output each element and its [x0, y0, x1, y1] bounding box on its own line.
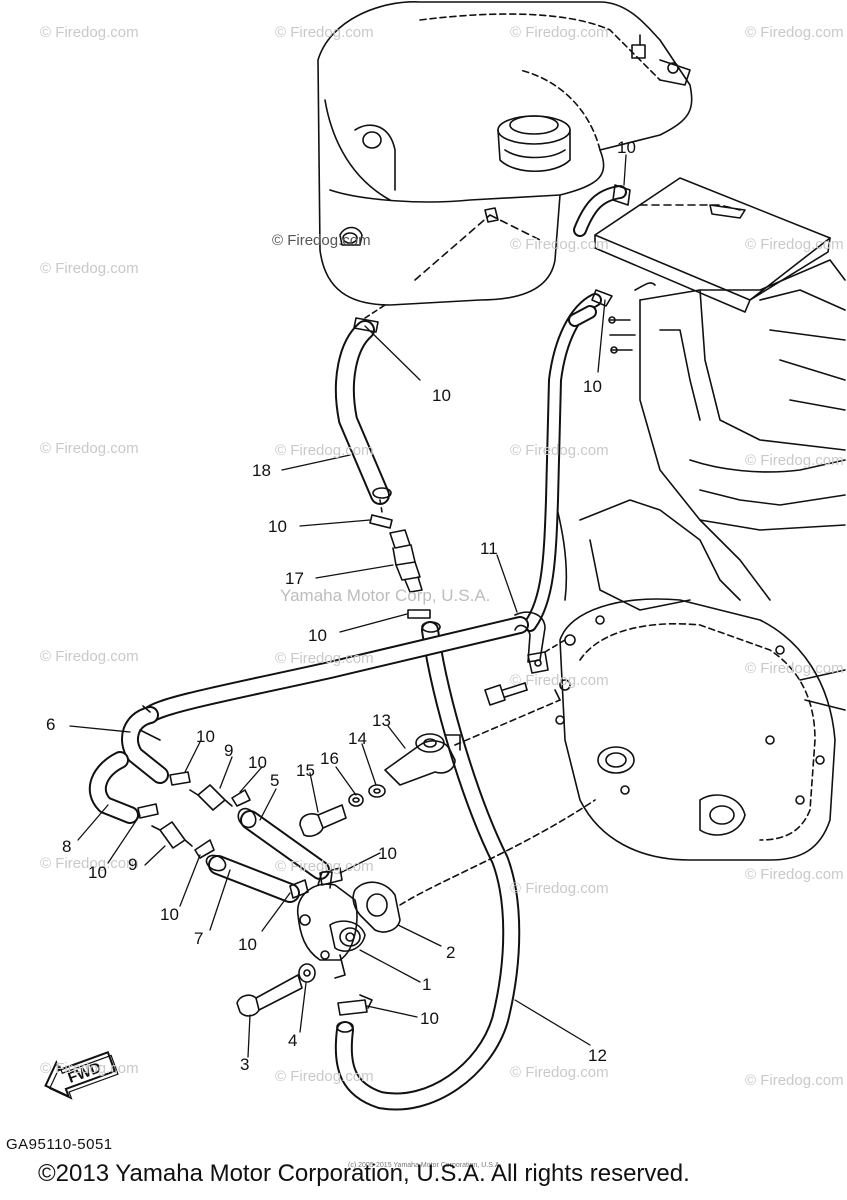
diagram-code: GA95110-5051: [6, 1136, 113, 1153]
watermark: © Firedog.com: [510, 880, 609, 897]
watermark: © Firedog.com: [510, 24, 609, 41]
watermark: © Firedog.com: [40, 1060, 139, 1077]
watermark: © Firedog.com: [745, 236, 844, 253]
watermark: © Firedog.com: [275, 650, 374, 667]
banjo-13: [384, 733, 461, 786]
watermark: © Firedog.com: [275, 442, 374, 459]
callout-16: 16: [320, 749, 339, 768]
watermark: © Firedog.com: [40, 24, 139, 41]
bolt-3: [236, 974, 303, 1017]
callout-8: 8: [62, 837, 72, 856]
callout-3: 3: [240, 1055, 250, 1074]
callout-17: 17: [285, 569, 304, 588]
callout-11: 11: [480, 539, 498, 558]
callout-1: 1: [422, 975, 432, 994]
copyright-notice: ©2013 Yamaha Motor Corporation, U.S.A. A…: [38, 1160, 690, 1187]
watermark: © Firedog.com: [40, 648, 139, 665]
oil-pump-1: [297, 871, 366, 979]
watermark: © Firedog.com: [745, 24, 844, 41]
gasket-2: [352, 881, 401, 933]
watermark: © Firedog.com: [275, 1068, 374, 1085]
watermark: © Firedog.com: [510, 672, 609, 689]
callout-10: 10: [420, 1009, 439, 1028]
callout-10: 10: [88, 863, 107, 882]
fwd-arrow-icon: FWD: [44, 1051, 119, 1100]
callout-14: 14: [348, 729, 367, 748]
leader-lines: [69, 154, 627, 1058]
watermark: © Firedog.com: [745, 452, 844, 469]
callout-7: 7: [194, 929, 204, 948]
watermark: © Firedog.com: [40, 440, 139, 457]
filter-9-lower: [151, 821, 193, 849]
oil-tank: [317, 1, 693, 306]
watermark: © Firedog.com: [745, 660, 844, 677]
callout-5: 5: [270, 771, 280, 790]
crankcase-cover: [555, 598, 846, 861]
callout-18: 18: [252, 461, 271, 480]
callout-15: 15: [296, 761, 315, 780]
callout-10: 10: [238, 935, 257, 954]
watermark: © Firedog.com: [510, 1064, 609, 1081]
bolt-15: [299, 804, 347, 837]
callout-10: 10: [268, 517, 287, 536]
callout-10: 10: [617, 138, 636, 157]
watermark: © Firedog.com: [745, 1072, 844, 1089]
watermark: © Firedog.com: [40, 855, 139, 872]
callout-10: 10: [432, 386, 451, 405]
callout-12: 12: [588, 1046, 607, 1065]
engine-block: [554, 259, 846, 611]
tiny-copyright: (c) 2005-2015 Yamaha Motor Corporation, …: [348, 1162, 502, 1169]
callout-9: 9: [128, 855, 138, 874]
callout-10: 10: [196, 727, 215, 746]
watermark: © Firedog.com: [275, 858, 374, 875]
watermark: © Firedog.com: [275, 24, 374, 41]
callout-10: 10: [378, 844, 397, 863]
callout-10: 10: [248, 753, 267, 772]
center-watermark: Yamaha Motor Corp, U.S.A.: [280, 586, 491, 605]
callout-10: 10: [308, 626, 327, 645]
callout-6: 6: [46, 715, 56, 734]
watermark-on-tank: © Firedog.com: [272, 232, 371, 249]
callout-10: 10: [583, 377, 602, 396]
watermark: © Firedog.com: [745, 866, 844, 883]
callout-9: 9: [224, 741, 234, 760]
callout-10: 10: [160, 905, 179, 924]
callout-4: 4: [288, 1031, 298, 1050]
callout-13: 13: [372, 711, 391, 730]
frame-plate: [594, 177, 831, 313]
watermark: © Firedog.com: [40, 260, 139, 277]
callout-2: 2: [446, 943, 456, 962]
fitting-17: [389, 529, 423, 593]
filter-9-upper: [189, 784, 233, 811]
watermark: © Firedog.com: [510, 442, 609, 459]
bracket-11: [514, 611, 566, 674]
watermark: © Firedog.com: [510, 236, 609, 253]
